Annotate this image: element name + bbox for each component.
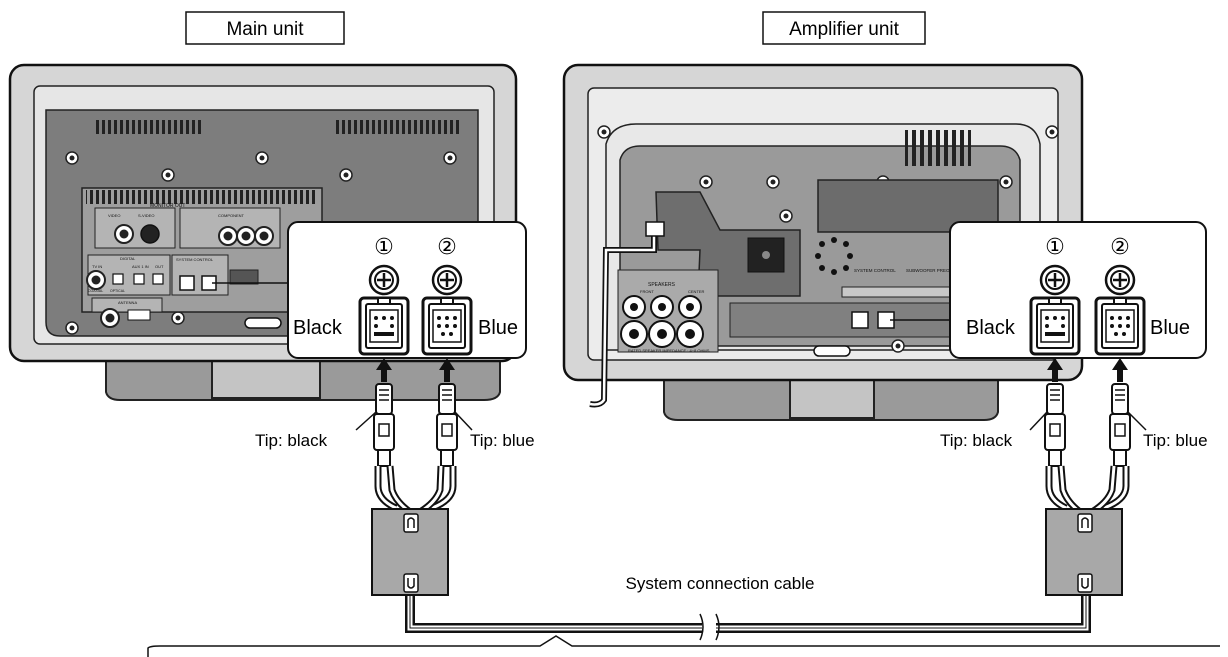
- label-subwoofer-preout: SUBWOOFER PREOUT: [906, 268, 956, 273]
- label-component: COMPONENT: [218, 213, 245, 218]
- label-impedance: RATED SPEAKER IMPEDANCE : 4~8 OHMS: [628, 348, 710, 353]
- label-amp-system-control: SYSTEM CONTROL: [854, 268, 896, 273]
- label-aux-in: AUX 1 IN: [132, 264, 149, 269]
- amp-tip-blue: Tip: blue: [1143, 431, 1208, 450]
- label-antenna: ANTENNA: [118, 300, 137, 305]
- label-optical: OPTICAL: [110, 289, 125, 293]
- main-label-black: Black: [293, 317, 343, 339]
- amplifier-unit-title-box: Amplifier unit: [762, 11, 926, 45]
- amp-tip-black: Tip: black: [940, 431, 1013, 450]
- amplifier-unit-title: Amplifier unit: [789, 19, 900, 40]
- cable-assembly: System connection cable: [147, 508, 1220, 657]
- main-tip-black: Tip: black: [255, 431, 328, 450]
- cable-label: System connection cable: [626, 574, 815, 593]
- amp-marker-2: ②: [1110, 234, 1130, 259]
- main-label-blue: Blue: [478, 317, 518, 339]
- label-digital: DIGITAL: [120, 256, 136, 261]
- label-coaxial: COAXIAL: [88, 289, 103, 293]
- amp-label-black: Black: [966, 317, 1016, 339]
- label-s-video: S-VIDEO: [138, 213, 154, 218]
- label-speakers: SPEAKERS: [648, 282, 676, 288]
- amplifier-unit-illustration: SPEAKERS FRONT CENTER RATED SPEAKER IMPE…: [562, 63, 1084, 421]
- main-unit-title: Main unit: [226, 19, 304, 40]
- label-center: CENTER: [688, 289, 705, 294]
- amp-marker-1: ①: [1045, 234, 1065, 259]
- main-marker-2: ②: [437, 234, 457, 259]
- main-tip-blue: Tip: blue: [470, 431, 535, 450]
- label-front: FRONT: [640, 289, 654, 294]
- amplifier-unit-callout: ① ② Black Blue: [949, 221, 1207, 359]
- main-marker-1: ①: [374, 234, 394, 259]
- amp-label-blue: Blue: [1150, 317, 1190, 339]
- main-unit-callout: ① ② Black Blue: [287, 221, 527, 359]
- label-video: VIDEO: [108, 213, 120, 218]
- main-unit-title-box: Main unit: [185, 11, 345, 45]
- label-system-control: SYSTEM CONTROL: [176, 257, 214, 262]
- label-monitor-out: MONITOR OUT: [150, 203, 185, 209]
- label-out: OUT: [155, 264, 164, 269]
- label-tv-in: TV IN: [92, 264, 102, 269]
